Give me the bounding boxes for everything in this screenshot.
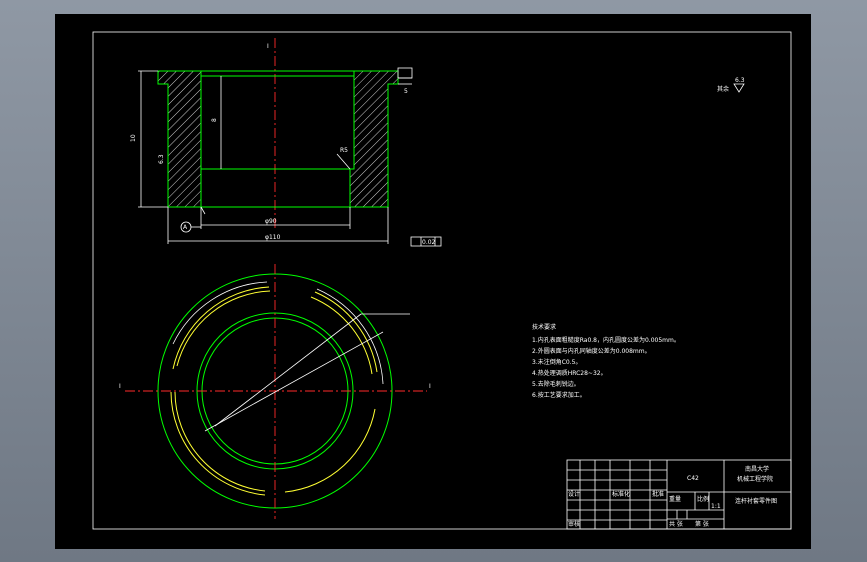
- svg-text:标准化: 标准化: [612, 490, 630, 498]
- drawing-border: [92, 31, 792, 530]
- svg-text:3.未注倒角C0.5。: 3.未注倒角C0.5。: [532, 358, 581, 366]
- section-view: I 10 8 6.3 R5 5 φ90: [130, 38, 442, 247]
- svg-text:5.去除毛刺锐边。: 5.去除毛刺锐边。: [532, 380, 580, 388]
- plan-view: I I: [119, 264, 431, 519]
- cad-viewport[interactable]: I 10 8 6.3 R5 5 φ90: [55, 14, 811, 549]
- dim-inner-dia: φ90: [265, 218, 277, 225]
- scale-value: 1:1: [711, 503, 721, 510]
- svg-text:6.3: 6.3: [735, 77, 745, 84]
- left-wall-section: [157, 70, 202, 208]
- part-name: C42: [687, 475, 699, 482]
- svg-text:比例: 比例: [697, 495, 709, 503]
- dim-height: 10: [130, 134, 137, 142]
- svg-text:5: 5: [404, 88, 408, 95]
- dim-bore-depth: 8: [211, 118, 218, 122]
- svg-text:1.内孔表面粗糙度Ra0.8，内孔圆度公差为0.005mm。: 1.内孔表面粗糙度Ra0.8，内孔圆度公差为0.005mm。: [532, 336, 680, 344]
- dim-radius: R5: [340, 147, 348, 154]
- roughness-symbol: 其余 6.3: [717, 77, 745, 93]
- svg-text:4.热处理调质HRC28~32。: 4.热处理调质HRC28~32。: [532, 369, 607, 377]
- department-name: 机械工程学院: [737, 475, 773, 483]
- svg-text:重量: 重量: [669, 495, 681, 503]
- surface-finish-left: 6.3: [158, 154, 165, 164]
- svg-text:共 张: 共 张: [669, 520, 683, 528]
- svg-text:2.外圆表面与内孔同轴度公差为0.008mm。: 2.外圆表面与内孔同轴度公差为0.008mm。: [532, 347, 651, 355]
- section-label: I: [267, 43, 269, 50]
- svg-text:第 张: 第 张: [695, 520, 709, 528]
- datum-a: A: [183, 224, 188, 231]
- tech-requirements: 技术要求 1.内孔表面粗糙度Ra0.8，内孔圆度公差为0.005mm。 2.外圆…: [532, 323, 680, 399]
- drawing-name: 连杆衬套零件图: [735, 497, 777, 505]
- axis-label-left: I: [119, 383, 121, 390]
- school-name: 南昌大学: [745, 465, 769, 473]
- cad-drawing: I 10 8 6.3 R5 5 φ90: [92, 31, 792, 530]
- axis-label-right: I: [429, 383, 431, 390]
- svg-text:6.按工艺要求加工。: 6.按工艺要求加工。: [532, 391, 586, 399]
- dim-outer-dia: φ110: [265, 234, 281, 241]
- svg-text:批准: 批准: [652, 490, 664, 498]
- tolerance-value: 0.02: [422, 239, 436, 246]
- title-block: C42 南昌大学 机械工程学院 连杆衬套零件图 设计 审核 标准化 批准 重量 …: [566, 459, 792, 530]
- svg-text:审核: 审核: [568, 520, 580, 528]
- tech-req-title: 技术要求: [532, 323, 556, 331]
- right-wall-section: [349, 70, 399, 208]
- svg-text:设计: 设计: [568, 490, 580, 498]
- svg-text:其余: 其余: [717, 85, 729, 93]
